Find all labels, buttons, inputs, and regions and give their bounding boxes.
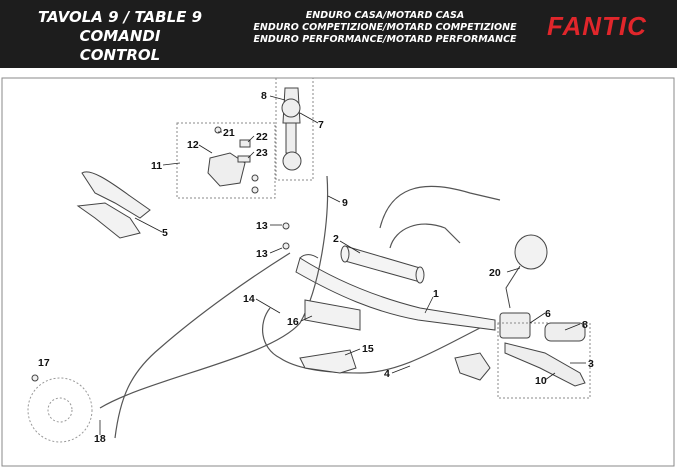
section-name-en: CONTROL	[79, 46, 161, 64]
bolt	[282, 222, 290, 230]
callout-8: 8	[261, 90, 267, 102]
model-line-1: ENDURO CASA/MOTARD CASA	[305, 10, 465, 21]
callout-8b: 8	[582, 319, 588, 331]
crossbar-pad	[340, 245, 425, 284]
brake-disc	[27, 377, 93, 443]
leader-lines	[99, 95, 586, 435]
diagram-frame	[1, 77, 675, 467]
callout-18: 18	[94, 433, 106, 445]
page-header: TAVOLA 9 / TABLE 9 COMANDI CONTROL ENDUR…	[0, 0, 677, 68]
cables	[99, 175, 501, 439]
callout-21: 21	[223, 127, 235, 139]
callout-23: 23	[256, 147, 268, 159]
callout-17: 17	[38, 357, 50, 369]
lever-assembly	[454, 312, 591, 399]
bolt	[31, 374, 39, 382]
callout-1: 1	[433, 288, 439, 300]
callout-6: 6	[545, 308, 551, 320]
exploded-parts-diagram: 1 2 3 4 5 6 7 8 8 9 10 11 12 13 13 14 15…	[1, 77, 675, 467]
hand-guard	[76, 171, 151, 239]
callout-16: 16	[287, 316, 299, 328]
callout-11: 11	[151, 160, 162, 172]
callout-4: 4	[384, 368, 390, 380]
callout-9: 9	[342, 197, 348, 209]
mirror	[505, 234, 548, 309]
bolt	[282, 242, 290, 250]
callout-10: 10	[535, 375, 547, 387]
table-title: TAVOLA 9 / TABLE 9 COMANDI CONTROL	[10, 8, 230, 65]
callout-13: 13	[256, 220, 268, 232]
callout-20: 20	[489, 267, 501, 279]
callout-7: 7	[318, 119, 324, 131]
callout-12: 12	[187, 139, 199, 151]
callout-3: 3	[588, 358, 594, 370]
table-number: TAVOLA 9 / TABLE 9	[37, 8, 203, 26]
model-list: ENDURO CASA/MOTARD CASA ENDURO COMPETIZI…	[250, 10, 520, 46]
model-line-2: ENDURO COMPETIZIONE/MOTARD COMPETIZIONE	[253, 22, 517, 33]
section-name-it: COMANDI	[79, 27, 161, 45]
callout-14: 14	[243, 293, 255, 305]
callout-5: 5	[162, 227, 168, 239]
callout-13b: 13	[256, 248, 268, 260]
fantic-logo: FANTIC	[547, 11, 647, 41]
callout-15: 15	[362, 343, 374, 355]
bracket-and-plate	[299, 299, 361, 374]
model-line-3: ENDURO PERFORMANCE/MOTARD PERFORMANCE	[253, 34, 517, 45]
brand-wordmark: FANTIC	[547, 11, 647, 41]
callout-2: 2	[333, 233, 339, 245]
callout-22: 22	[256, 131, 268, 143]
switch-assembly	[176, 122, 276, 199]
throttle-assembly	[275, 77, 314, 181]
